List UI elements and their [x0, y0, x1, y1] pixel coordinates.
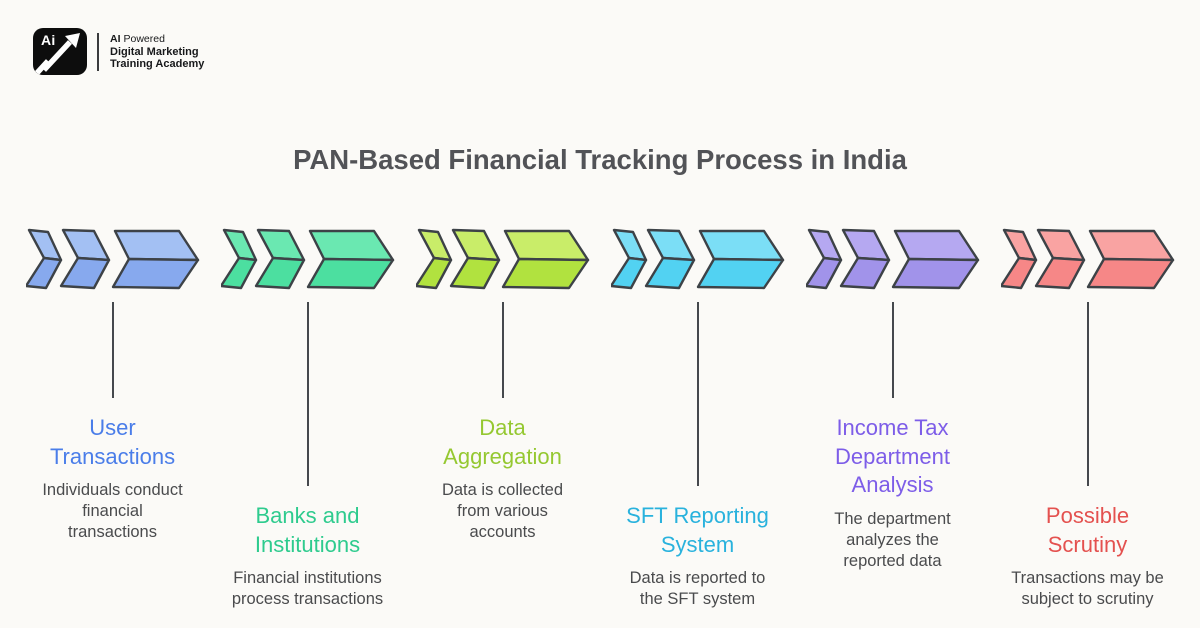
connector-line: [306, 302, 309, 486]
step-description: Individuals conduct financial transactio…: [42, 481, 183, 542]
process-step-banks-institutions: Banks and Institutions Financial institu…: [215, 228, 400, 610]
step-description: Data is reported to the SFT system: [629, 569, 766, 609]
chevron-arrow-icon: [805, 228, 979, 290]
logo-mark: Ai: [33, 28, 87, 75]
growth-arrow-icon: [34, 33, 80, 75]
connector-line: [111, 302, 114, 398]
chevron-arrow-icon: [610, 228, 784, 290]
brand-line-1-rest: Powered: [123, 33, 165, 45]
step-title: Possible Scrutiny: [1045, 503, 1130, 557]
brand-line-1-bold: AI: [110, 33, 121, 45]
chevron-arrow-icon: [25, 228, 199, 290]
page-title: PAN-Based Financial Tracking Process in …: [293, 144, 907, 175]
step-title: Income Tax Department Analysis: [835, 415, 950, 498]
chevron-arrow-icon: [415, 228, 589, 290]
step-title: SFT Reporting System: [626, 503, 769, 557]
brand-line-2: Digital Marketing: [110, 45, 199, 58]
connector-line: [501, 302, 504, 398]
logo-divider: [97, 33, 99, 71]
step-description: Transactions may be subject to scrutiny: [1011, 569, 1164, 609]
step-description: Data is collected from various accounts: [441, 481, 564, 542]
brand-line-3: Training Academy: [110, 58, 205, 70]
step-title: User Transactions: [49, 415, 176, 469]
step-description: The department analyzes the reported dat…: [834, 509, 951, 570]
process-step-data-aggregation: Data Aggregation Data is collected from …: [410, 228, 595, 544]
connector-line: [1086, 302, 1089, 486]
process-step-sft-reporting: SFT Reporting System Data is reported to…: [605, 228, 790, 610]
process-step-income-tax-analysis: Income Tax Department Analysis The depar…: [800, 228, 985, 572]
logo-monogram: Ai: [41, 32, 56, 48]
step-title: Data Aggregation: [443, 415, 562, 469]
connector-line: [891, 302, 894, 398]
chevron-arrow-icon: [220, 228, 394, 290]
chevron-arrow-icon: [1000, 228, 1174, 290]
connector-line: [696, 302, 699, 486]
step-description: Financial institutions process transacti…: [231, 569, 384, 609]
process-step-possible-scrutiny: Possible Scrutiny Transactions may be su…: [995, 228, 1180, 610]
process-step-user-transactions: User Transactions Individuals conduct fi…: [20, 228, 205, 544]
step-title: Banks and Institutions: [254, 503, 361, 557]
